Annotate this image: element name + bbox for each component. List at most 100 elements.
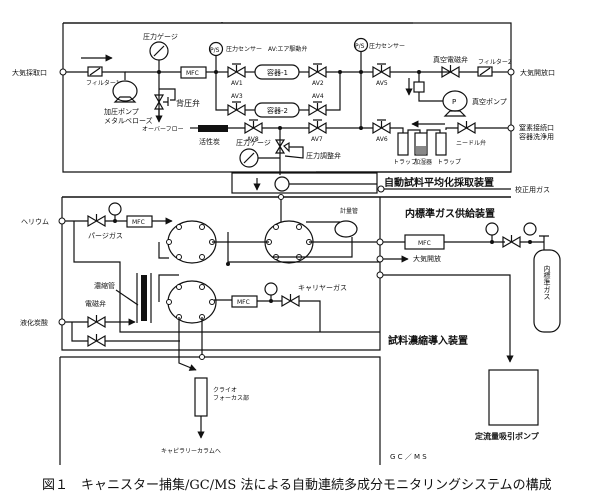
six-port-valve-3[interactable] bbox=[166, 280, 217, 324]
carrier-gas-label: キャリヤーガス bbox=[298, 283, 347, 292]
enrichment-tube-label: 濃縮管 bbox=[94, 281, 115, 290]
av5-label: AV5 bbox=[376, 80, 388, 87]
cryo-focus bbox=[194, 377, 208, 417]
concentrator-title: 試料濃縮導入装置 bbox=[388, 334, 468, 347]
enrichment-tube bbox=[141, 275, 147, 321]
liquid-co2-label: 液化炭酸 bbox=[20, 318, 48, 327]
vacuum-pump-label: 真空ポンプ bbox=[472, 97, 507, 106]
activated-carbon bbox=[198, 125, 228, 132]
av8-label: AV8 bbox=[247, 136, 259, 143]
container-2-label: 容器-2 bbox=[267, 106, 288, 115]
solenoid-valve-icon[interactable] bbox=[87, 315, 106, 329]
av7-valve-icon[interactable] bbox=[308, 119, 327, 135]
av8-valve-icon[interactable] bbox=[244, 119, 263, 135]
air-outlet-label: 大気開放口 bbox=[520, 68, 555, 77]
vacuum-solenoid-valve-icon[interactable] bbox=[441, 65, 460, 79]
filter-2-label: フィルター2 bbox=[478, 58, 512, 66]
atm-release-label: 大気開放 bbox=[413, 254, 441, 263]
vacuum-pump-p: P bbox=[452, 98, 456, 106]
pressure-gauge-2-label: 圧力ゲージ bbox=[236, 138, 271, 147]
ps-1-text: P/S bbox=[210, 47, 220, 54]
to-capillary-label: キャピラリーカラムへ bbox=[161, 448, 221, 455]
mfc-internal-std-label: MFC bbox=[418, 240, 431, 247]
pressure-gauge-1-label: 圧力ゲージ bbox=[143, 32, 178, 41]
cryo-label-2: フォーカス部 bbox=[213, 394, 249, 402]
metering-tube bbox=[334, 220, 358, 238]
overflow-label: オーバーフロー bbox=[142, 126, 184, 133]
activated-carbon-label: 活性炭 bbox=[199, 137, 220, 146]
metering-tube-label: 計量管 bbox=[340, 207, 358, 215]
purge-valve-icon[interactable] bbox=[87, 214, 106, 228]
needle-valve-label: ニードル弁 bbox=[456, 139, 486, 147]
air-inlet-label: 大気採取口 bbox=[12, 68, 47, 77]
internal-std-title: 内標準ガス供給装置 bbox=[405, 207, 495, 220]
av3-valve-icon[interactable] bbox=[227, 101, 246, 117]
av7-label: AV7 bbox=[311, 136, 323, 143]
gcms-enclosure bbox=[59, 356, 381, 465]
purge-gauge-icon bbox=[108, 202, 122, 216]
pressurize-pump bbox=[112, 80, 138, 102]
calibration-gas-label: 校正用ガス bbox=[515, 185, 550, 194]
pressure-regulator-icon[interactable] bbox=[274, 139, 304, 159]
std-gas-cylinder bbox=[533, 249, 561, 333]
air-inlet-port[interactable] bbox=[59, 68, 67, 76]
av2-valve-icon[interactable] bbox=[308, 63, 327, 79]
solenoid-valve-label: 電磁弁 bbox=[85, 299, 106, 308]
av1-label: AV1 bbox=[231, 80, 243, 87]
trap-2-label: トラップ bbox=[437, 159, 461, 166]
figure-caption: 図１ キャニスター捕集/GC/MS 法による自動連続多成分モニタリングシステムの… bbox=[42, 477, 552, 493]
av6-valve-icon[interactable] bbox=[372, 119, 391, 135]
cryo-label-1: クライオ bbox=[213, 387, 237, 394]
pressure-sensor-2-label: 圧力センサー bbox=[369, 42, 405, 50]
n2-inlet-label-2: 容器洗浄用 bbox=[519, 132, 554, 141]
gcms-title: G C ／ M S bbox=[390, 453, 427, 461]
sampler-title: 自動試料平均化採取装置 bbox=[384, 176, 494, 189]
mfc-purge-label: MFC bbox=[132, 219, 145, 226]
av4-valve-icon[interactable] bbox=[308, 101, 327, 117]
solenoid-valve-2-icon[interactable] bbox=[87, 334, 106, 348]
six-port-valve-1[interactable] bbox=[166, 220, 217, 264]
std-valve-icon[interactable] bbox=[502, 235, 521, 249]
purge-gas-label: パージガス bbox=[88, 231, 123, 240]
back-pressure-valve-icon bbox=[153, 94, 165, 110]
back-pressure-valve-label: 背圧弁 bbox=[176, 98, 200, 108]
n2-inlet-label-1: 窒素接続口 bbox=[519, 123, 554, 132]
pressure-sensor-1-label: 圧力センサー bbox=[226, 45, 262, 53]
pressure-regulator-label: 圧力調整弁 bbox=[306, 151, 341, 160]
std-gauge-2-icon bbox=[523, 222, 537, 236]
helium-label: ヘリウム bbox=[21, 218, 49, 226]
std-gauge-1-icon bbox=[485, 222, 499, 236]
carrier-valve-icon[interactable] bbox=[278, 294, 300, 308]
suction-pump-label: 定流量吸引ポンプ bbox=[474, 431, 540, 441]
needle-valve-icon[interactable] bbox=[457, 121, 476, 135]
av6-label: AV6 bbox=[376, 136, 388, 143]
trap-2 bbox=[435, 132, 447, 156]
liquid-co2-port[interactable] bbox=[58, 318, 66, 326]
av-legend: AV:エア駆動弁 bbox=[268, 45, 307, 53]
suction-pump-box bbox=[488, 369, 539, 426]
concentrator-enclosure bbox=[61, 197, 381, 351]
av5-valve-icon[interactable] bbox=[372, 63, 391, 79]
trap-1 bbox=[397, 132, 409, 156]
mfc-sampler-label: MFC bbox=[186, 70, 199, 77]
rotary-valve-sampler[interactable] bbox=[274, 176, 290, 192]
filter-1-label: フィルター1 bbox=[86, 79, 120, 87]
humidifier-label: 加湿器 bbox=[414, 158, 432, 166]
pump-1b-label: メタルベローズ bbox=[104, 116, 153, 125]
pump-1-label: 加圧ポンプ bbox=[104, 107, 139, 116]
air-outlet-port[interactable] bbox=[507, 68, 515, 76]
mfc-carrier-label: MFC bbox=[237, 299, 250, 306]
carrier-gauge-icon bbox=[264, 282, 278, 296]
av2-label: AV2 bbox=[312, 80, 324, 87]
ps-2-text: P/S bbox=[355, 43, 365, 50]
container-1-label: 容器-1 bbox=[267, 68, 288, 77]
av1-valve-icon[interactable] bbox=[227, 63, 246, 79]
av3-label: AV3 bbox=[231, 93, 243, 100]
std-gas-cylinder-label: 内標準ガス bbox=[543, 264, 551, 300]
helium-port[interactable] bbox=[58, 217, 66, 225]
vacuum-solenoid-label: 真空電磁弁 bbox=[433, 55, 468, 64]
trap-1-label: トラップ bbox=[393, 159, 417, 166]
sampler-label-box bbox=[231, 172, 378, 194]
n2-inlet-port[interactable] bbox=[507, 124, 515, 132]
